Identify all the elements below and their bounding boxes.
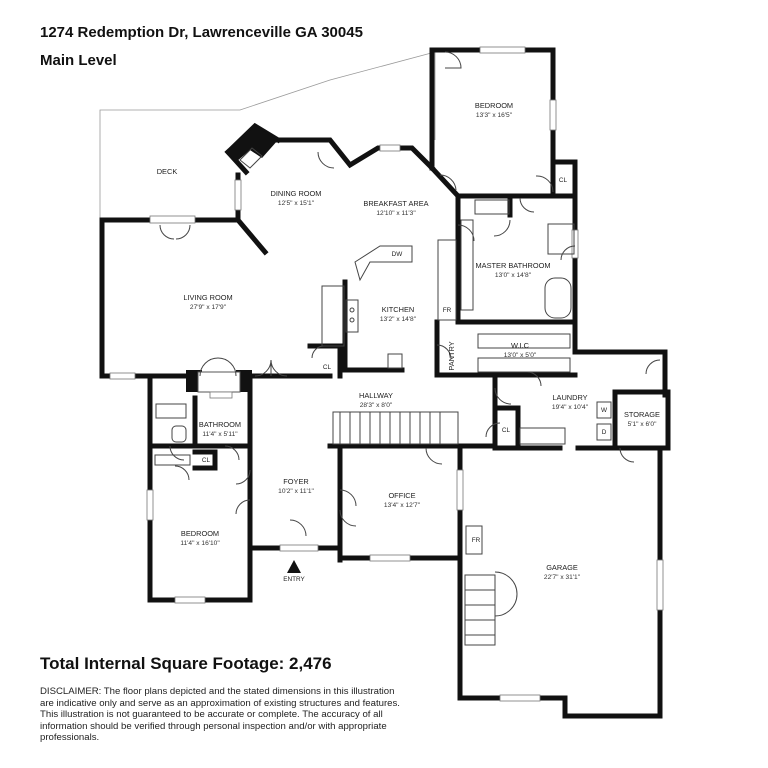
- label-cl-master: CL: [559, 177, 568, 184]
- room-dims-bathroom: 11'4" x 5'11": [202, 431, 238, 438]
- room-name-pantry: PANTRY: [447, 341, 456, 370]
- deck-outline: [99, 51, 436, 222]
- room-name-storage: STORAGE: [624, 410, 660, 419]
- room-name-bathroom: BATHROOM: [199, 420, 241, 429]
- room-name-bedroom-master: BEDROOM: [475, 101, 513, 110]
- small-labels: CL CL CL CL DW FR FR W D ENTRY: [202, 177, 608, 583]
- room-name-wic: W.I.C: [511, 341, 530, 350]
- room-name-office: OFFICE: [388, 491, 415, 500]
- room-dims-foyer: 10'2" x 11'1": [278, 488, 314, 495]
- room-name-laundry: LAUNDRY: [552, 393, 587, 402]
- total-square-footage: Total Internal Square Footage: 2,476: [40, 654, 332, 673]
- room-dims-living: 27'9" x 17'9": [190, 304, 227, 311]
- room-dims-wic: 13'0" x 5'0": [504, 352, 537, 359]
- fixtures: [154, 126, 612, 646]
- label-cl-kitchen: CL: [323, 364, 332, 371]
- entry-arrow: [287, 560, 301, 573]
- windows: [109, 46, 664, 702]
- label-dryer: D: [602, 429, 607, 436]
- room-name-bedroom2: BEDROOM: [181, 529, 219, 538]
- label-fr-kitchen: FR: [443, 307, 452, 314]
- room-labels: DECK DINING ROOM 12'5" x 15'1" BREAKFAST…: [157, 101, 660, 581]
- room-name-living: LIVING ROOM: [183, 293, 232, 302]
- room-dims-bedroom-master: 13'3" x 16'5": [476, 112, 513, 119]
- room-name-dining: DINING ROOM: [271, 189, 322, 198]
- room-dims-master-bath: 13'0" x 14'8": [495, 272, 532, 279]
- label-cl-bath: CL: [202, 457, 211, 464]
- room-name-kitchen: KITCHEN: [382, 305, 414, 314]
- room-name-garage: GARAGE: [546, 563, 578, 572]
- room-dims-kitchen: 13'2" x 14'8": [380, 316, 417, 323]
- room-dims-laundry: 19'4" x 10'4": [552, 404, 589, 411]
- room-name-hallway: HALLWAY: [359, 391, 393, 400]
- label-dw: DW: [392, 251, 404, 258]
- room-name-foyer: FOYER: [283, 477, 308, 486]
- room-dims-bedroom2: 11'4" x 16'10": [180, 540, 220, 547]
- label-fr-garage: FR: [472, 537, 481, 544]
- room-dims-garage: 22'7" x 31'1": [544, 574, 581, 581]
- room-dims-dining: 12'5" x 15'1": [278, 200, 315, 207]
- label-washer: W: [601, 407, 608, 414]
- label-entry: ENTRY: [283, 576, 305, 583]
- room-dims-breakfast: 12'10" x 11'3": [376, 210, 416, 217]
- label-cl-laundry: CL: [502, 427, 511, 434]
- room-dims-office: 13'4" x 12'7": [384, 502, 421, 509]
- room-dims-storage: 5'1" x 6'0": [628, 421, 657, 428]
- level-title: Main Level: [40, 52, 117, 69]
- doors: [159, 51, 661, 537]
- room-name-master-bath: MASTER BATHROOM: [475, 261, 550, 270]
- room-dims-hallway: 28'3" x 8'0": [360, 402, 393, 409]
- room-name-deck: DECK: [157, 167, 178, 176]
- room-name-breakfast: BREAKFAST AREA: [363, 199, 428, 208]
- disclaimer-text: DISCLAIMER: The floor plans depicted and…: [40, 686, 400, 744]
- address-title: 1274 Redemption Dr, Lawrenceville GA 300…: [40, 24, 363, 41]
